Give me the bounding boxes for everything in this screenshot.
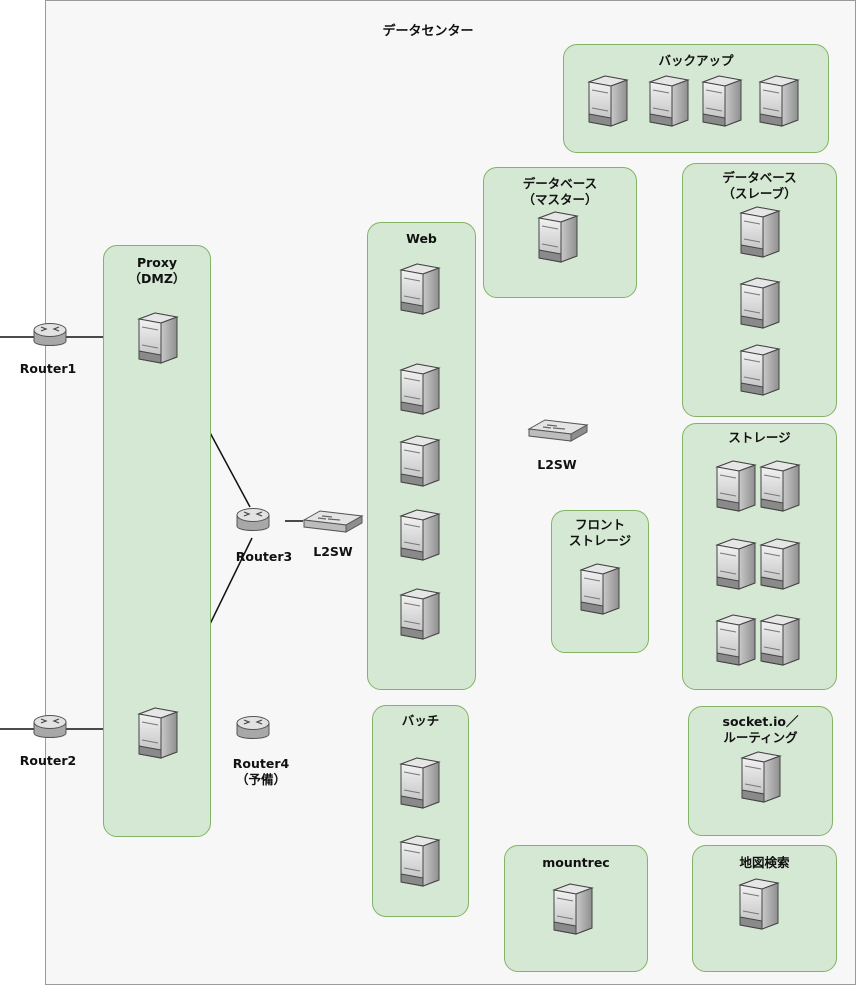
router1-icon [33, 321, 67, 353]
storage-server-3 [715, 537, 757, 595]
group-storage-label: ストレージ [728, 430, 791, 445]
group-db-slave-label: データベース （スレーブ） [722, 170, 797, 201]
db-slave-server-1 [739, 205, 781, 263]
group-socketio-label: socket.io／ ルーティング [722, 714, 799, 745]
web-server-1 [399, 262, 441, 320]
router4-icon [236, 714, 270, 746]
db-master-server [537, 210, 579, 268]
group-db-master-label: データベース （マスター） [522, 176, 598, 207]
db-slave-server-3 [739, 343, 781, 401]
group-web-label: Web [406, 231, 437, 246]
backup-server-2 [648, 74, 690, 132]
group-mountrec-label: mountrec [542, 855, 610, 870]
db-slave-server-2 [739, 276, 781, 334]
l2sw-left-icon [302, 508, 364, 538]
batch-server-2 [399, 834, 441, 892]
group-front-storage-label: フロント ストレージ [568, 517, 632, 548]
web-server-3 [399, 434, 441, 492]
backup-server-3 [701, 74, 743, 132]
group-batch-label: バッチ [401, 713, 440, 728]
group-proxy-label: Proxy （DMZ） [128, 255, 186, 286]
router3-icon [236, 506, 270, 538]
l2sw-left-label: L2SW [313, 544, 353, 559]
mountrec-server [552, 882, 594, 940]
storage-server-6 [759, 613, 801, 671]
storage-server-5 [715, 613, 757, 671]
socketio-server [740, 750, 782, 808]
proxy-server-1 [137, 311, 179, 369]
storage-server-1 [715, 459, 757, 517]
group-storage: ストレージ [682, 423, 837, 690]
router1-label: Router1 [19, 361, 77, 376]
web-server-2 [399, 362, 441, 420]
web-server-4 [399, 508, 441, 566]
router2-label: Router2 [19, 753, 77, 768]
backup-server-4 [758, 74, 800, 132]
l2sw-right-icon [527, 417, 589, 447]
datacenter-title: データセンター [382, 24, 474, 39]
web-server-5 [399, 587, 441, 645]
storage-server-2 [759, 459, 801, 517]
router4-label: Router4 （予備） [232, 756, 290, 787]
proxy-server-2 [137, 706, 179, 764]
router2-icon [33, 713, 67, 745]
map-search-server [738, 877, 780, 935]
l2sw-right-label: L2SW [537, 457, 577, 472]
group-backup-label: バックアップ [658, 53, 734, 68]
batch-server-1 [399, 756, 441, 814]
group-map-search-label: 地図検索 [739, 855, 790, 870]
front-storage-server [579, 562, 621, 620]
storage-server-4 [759, 537, 801, 595]
router3-label: Router3 [235, 549, 293, 564]
backup-server-1 [587, 74, 629, 132]
